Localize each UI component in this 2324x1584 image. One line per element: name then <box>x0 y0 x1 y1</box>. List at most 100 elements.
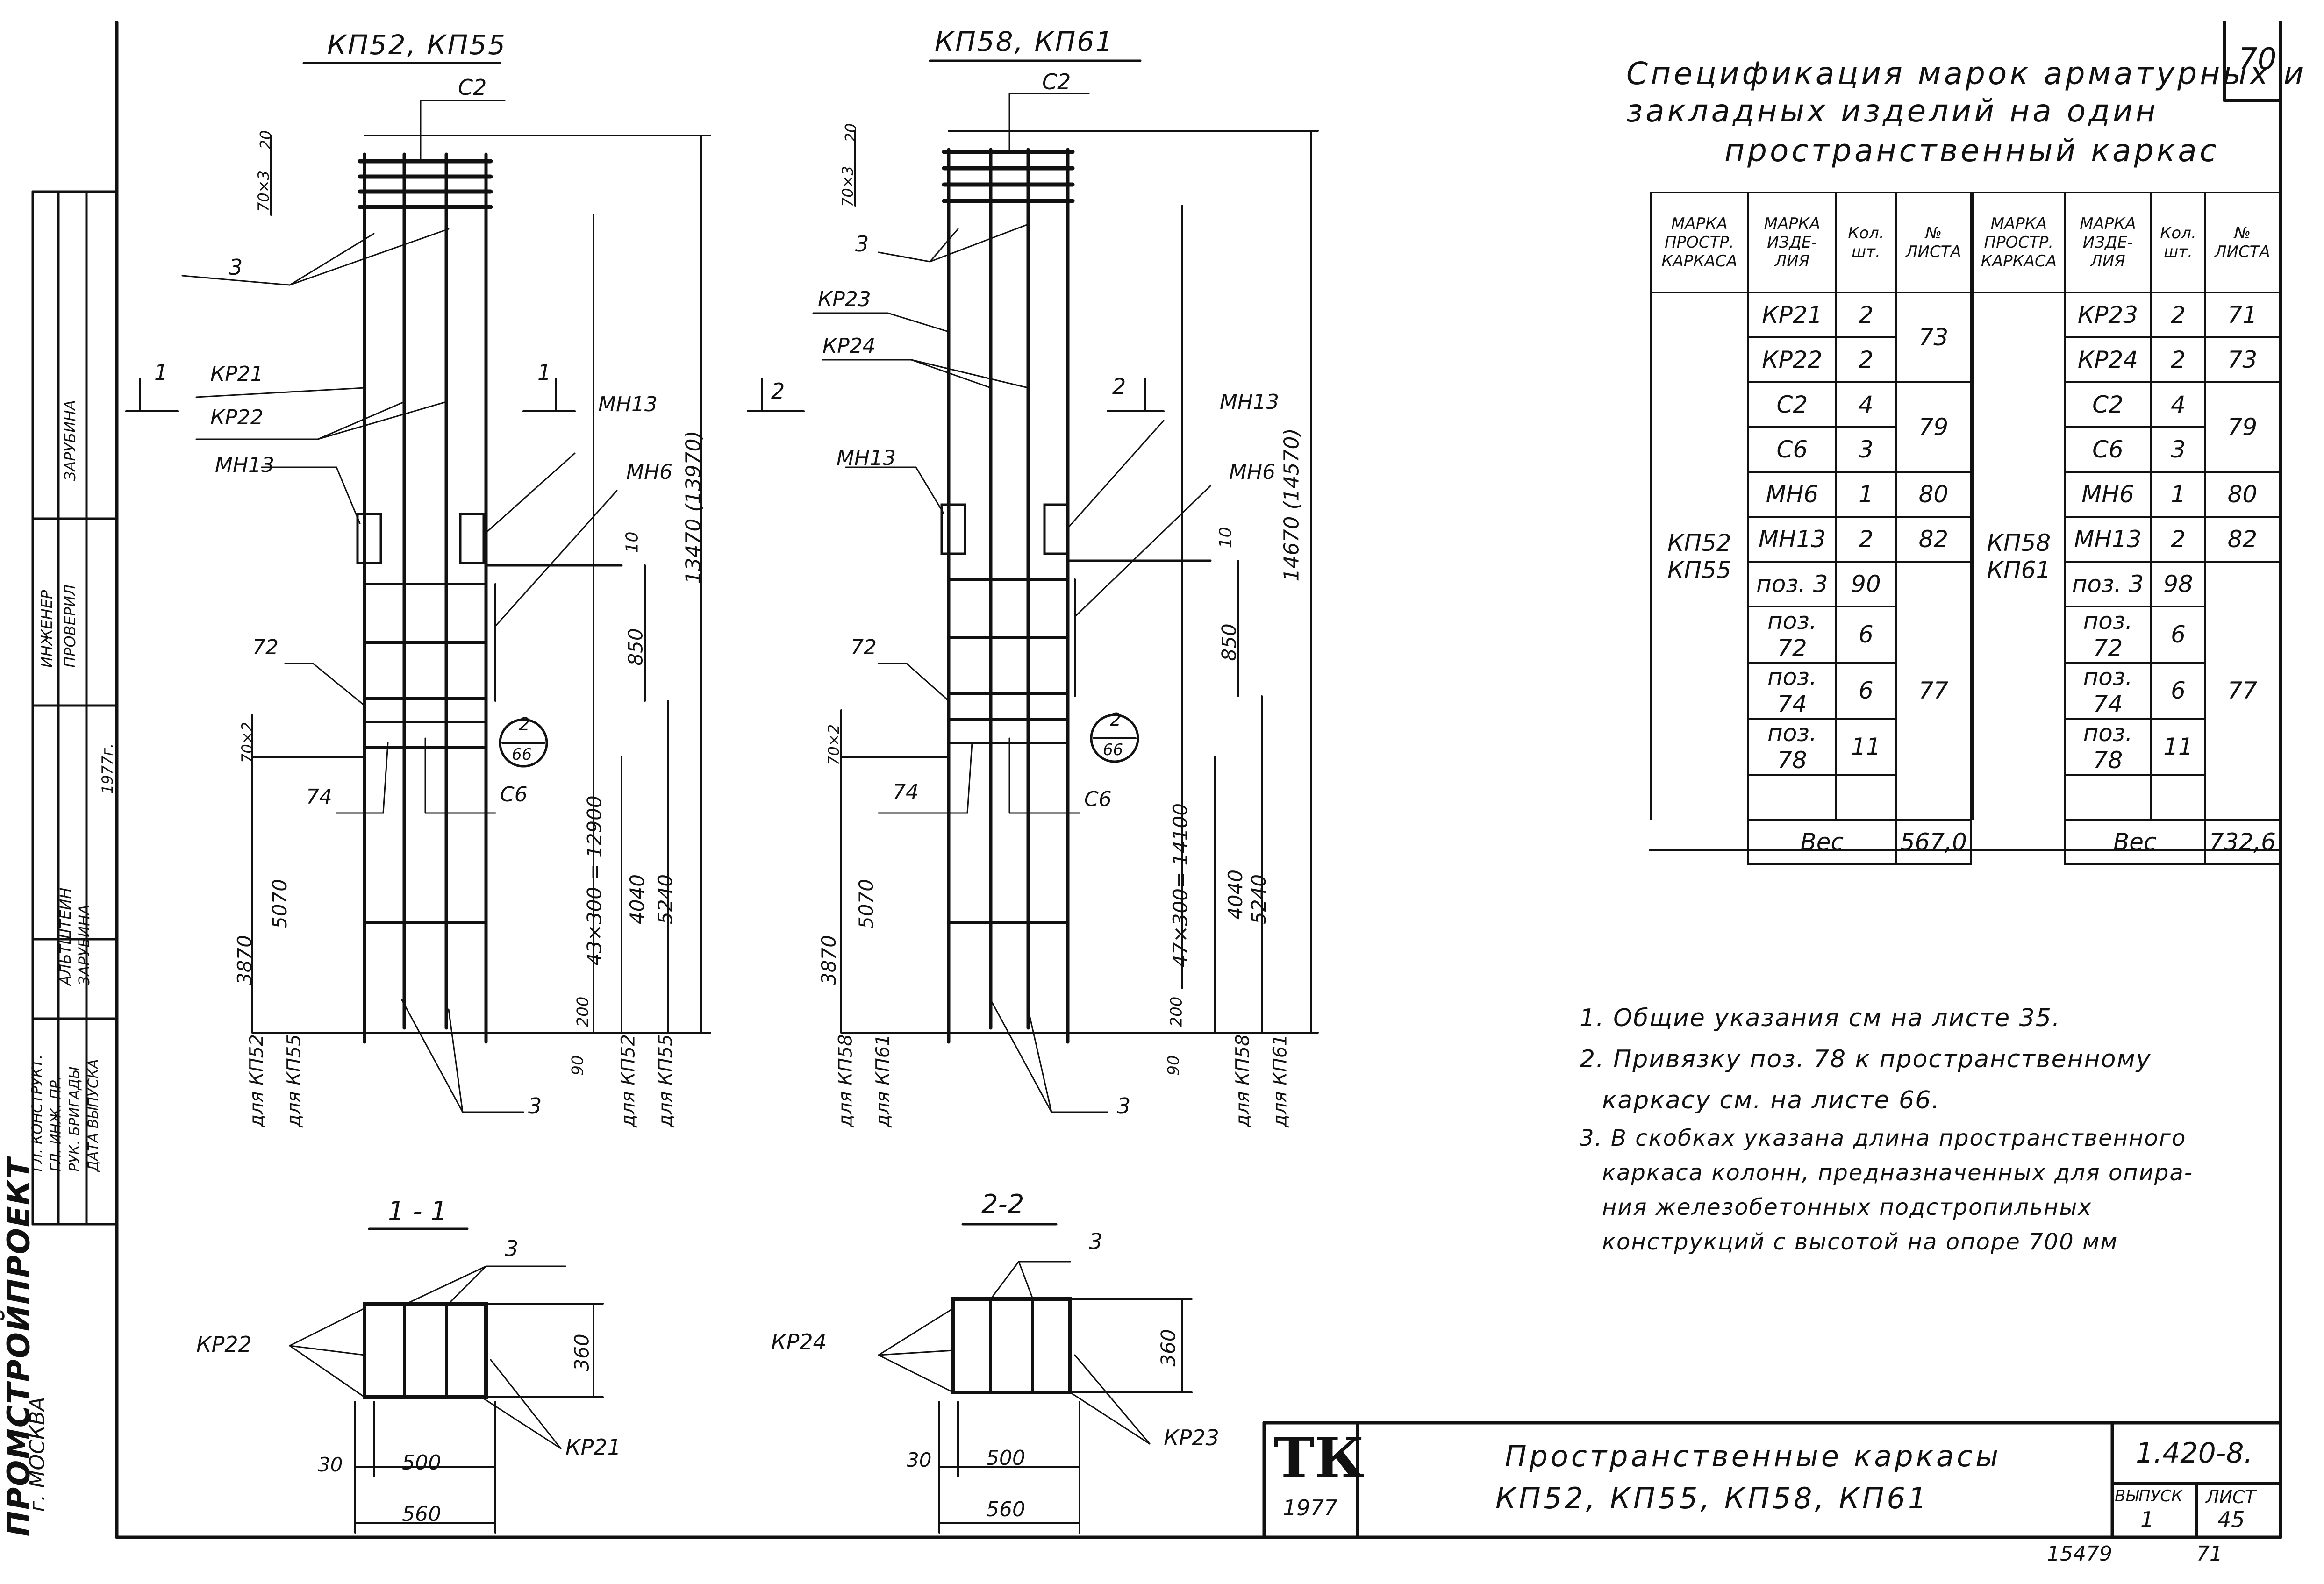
elevation-left <box>125 62 711 1113</box>
spec-header-qty-r: Кол. шт. <box>2150 192 2206 293</box>
label-mn13-right-r: МН13 <box>1220 390 1280 414</box>
table-row: Вес 732,6 <box>1973 819 2281 865</box>
spec-qty: 2 <box>1835 336 1897 383</box>
spec-sheet: 73 <box>1895 292 1973 383</box>
dim-5070-r: 5070 <box>854 879 878 929</box>
dim-20: 20 <box>257 130 275 150</box>
section-1-dim-500: 500 <box>402 1451 441 1475</box>
section-1-dim-30: 30 <box>318 1453 343 1476</box>
section-1-dim-560: 560 <box>402 1502 441 1526</box>
spec-frame-r-0: КП58 <box>1987 529 2051 557</box>
dim-spacing-r: 47×300= 14100 <box>1168 803 1192 967</box>
dim-850-r: 850 <box>1217 623 1241 661</box>
spec-item: поз. 78 <box>2063 718 2152 776</box>
dim-200: 200 <box>573 996 593 1027</box>
label-c6-r: C6 <box>1084 787 1112 811</box>
spec-header-item-r: МАРКА ИЗДЕ- ЛИЯ <box>2063 192 2152 293</box>
stamp-role-0: ГЛ. КОНСТРУКТ. <box>29 1054 46 1172</box>
spec-weight-value-r: 732,6 <box>2204 819 2281 865</box>
spec-sheet: 82 <box>1895 516 1973 563</box>
spec-item: МН13 <box>2063 516 2152 563</box>
section-1-label-kr22: КР22 <box>196 1332 252 1357</box>
spec-sheet: 77 <box>1895 561 1973 821</box>
spec-qty: 2 <box>1835 292 1897 338</box>
spec-qty: 3 <box>2150 426 2206 473</box>
spec-weight-label: Вес <box>1747 819 1897 865</box>
spec-qty: 6 <box>2150 606 2206 664</box>
spec-item: КР24 <box>2063 336 2152 383</box>
stamp-name-0: ИНЖЕНЕР <box>38 590 56 668</box>
spec-qty: 11 <box>1835 718 1897 776</box>
spec-frames-cell-r: КП58 КП61 <box>1972 292 2066 820</box>
stamp-checked-name: ЗАРУБИНА <box>61 400 79 481</box>
sheet-frame <box>115 21 2282 1539</box>
title-block-year: 1977 <box>1283 1495 1338 1520</box>
stamp-role-3: ДАТА ВЫПУСКА <box>85 1059 102 1172</box>
stamp-role-1: ГЛ. ИНЖ. ПР. <box>48 1076 64 1172</box>
stamp-name-2: ЗАРУБИНА <box>75 904 93 985</box>
label-mn13-left: МН13 <box>215 453 275 477</box>
dim-200-r: 200 <box>1167 996 1186 1027</box>
label-mn6: МН6 <box>626 460 673 484</box>
title-block-sheet-label: ЛИСТ <box>2206 1487 2256 1507</box>
spec-frame-0: КП52 <box>1667 529 1731 557</box>
spec-title-line-1: Спецификация марок арматурных и <box>1626 56 2307 92</box>
label-bar-3-bottom-r: 3 <box>1117 1093 1131 1119</box>
spec-weight-value: 567,0 <box>1895 819 1973 865</box>
title-block-mark: ТК <box>1273 1425 1365 1490</box>
spec-qty: 1 <box>1835 471 1897 518</box>
spec-qty: 90 <box>1835 561 1897 607</box>
spec-sheet: 80 <box>2204 471 2281 518</box>
spec-qty: 2 <box>2150 336 2206 383</box>
table-row: Вес 567,0 <box>1651 819 1973 865</box>
page-number-bottom: 71 <box>2196 1542 2223 1566</box>
dim-70x3-r: 70×3 <box>838 166 857 207</box>
spec-item: С6 <box>2063 426 2152 473</box>
section-marker-2-right: 2 <box>1112 374 1126 399</box>
spec-table-right: МАРКА ПРОСТР. КАРКАСА МАРКА ИЗДЕ- ЛИЯ Ко… <box>1972 192 2281 865</box>
spec-item: поз. 78 <box>1747 718 1838 776</box>
spec-item: С2 <box>2063 381 2152 428</box>
section-1-title: 1 - 1 <box>388 1196 448 1227</box>
section-2-dim-30: 30 <box>907 1448 932 1471</box>
dim-4040-r: 4040 <box>1223 870 1247 920</box>
spec-qty: 2 <box>1835 516 1897 563</box>
organization-city: г. МОСКВА <box>25 1397 50 1512</box>
dim-5240-r: 5240 <box>1247 874 1270 924</box>
label-bar-3-r: 3 <box>855 231 869 257</box>
dim-10-r: 10 <box>1216 527 1236 549</box>
title-block-frame <box>1262 1421 2282 1539</box>
spec-header-sheet: № ЛИСТА <box>1895 192 1973 293</box>
foot-label-r-1: для КП61 <box>872 1034 894 1127</box>
label-mn6-r: МН6 <box>1229 460 1276 484</box>
spec-empty-cell <box>2063 774 2152 821</box>
spec-qty: 3 <box>1835 426 1897 473</box>
foot-label-r-2: для КП58 <box>1232 1034 1254 1127</box>
note-3: 3. В скобках указана длина пространствен… <box>1580 1125 2187 1151</box>
dim-90-r: 90 <box>1164 1055 1183 1076</box>
label-c2-r: C2 <box>1042 69 1071 94</box>
notes-block: 1. Общие указания см на листе 35. 2. При… <box>1580 998 2193 1259</box>
spec-qty: 4 <box>2150 381 2206 428</box>
spec-header-qty: Кол. шт. <box>1835 192 1897 293</box>
spec-frame-1: КП55 <box>1667 557 1731 584</box>
spec-sheet: 71 <box>2204 292 2281 338</box>
section-2-label-3: 3 <box>1089 1229 1103 1254</box>
foot-label-r-3: для КП61 <box>1269 1034 1291 1127</box>
spec-item: поз. 74 <box>2063 662 2152 720</box>
callout-bottom-right: 66 <box>1103 741 1123 759</box>
stamp-year: 1977г. <box>99 743 116 794</box>
callout-bottom-left: 66 <box>512 745 532 764</box>
